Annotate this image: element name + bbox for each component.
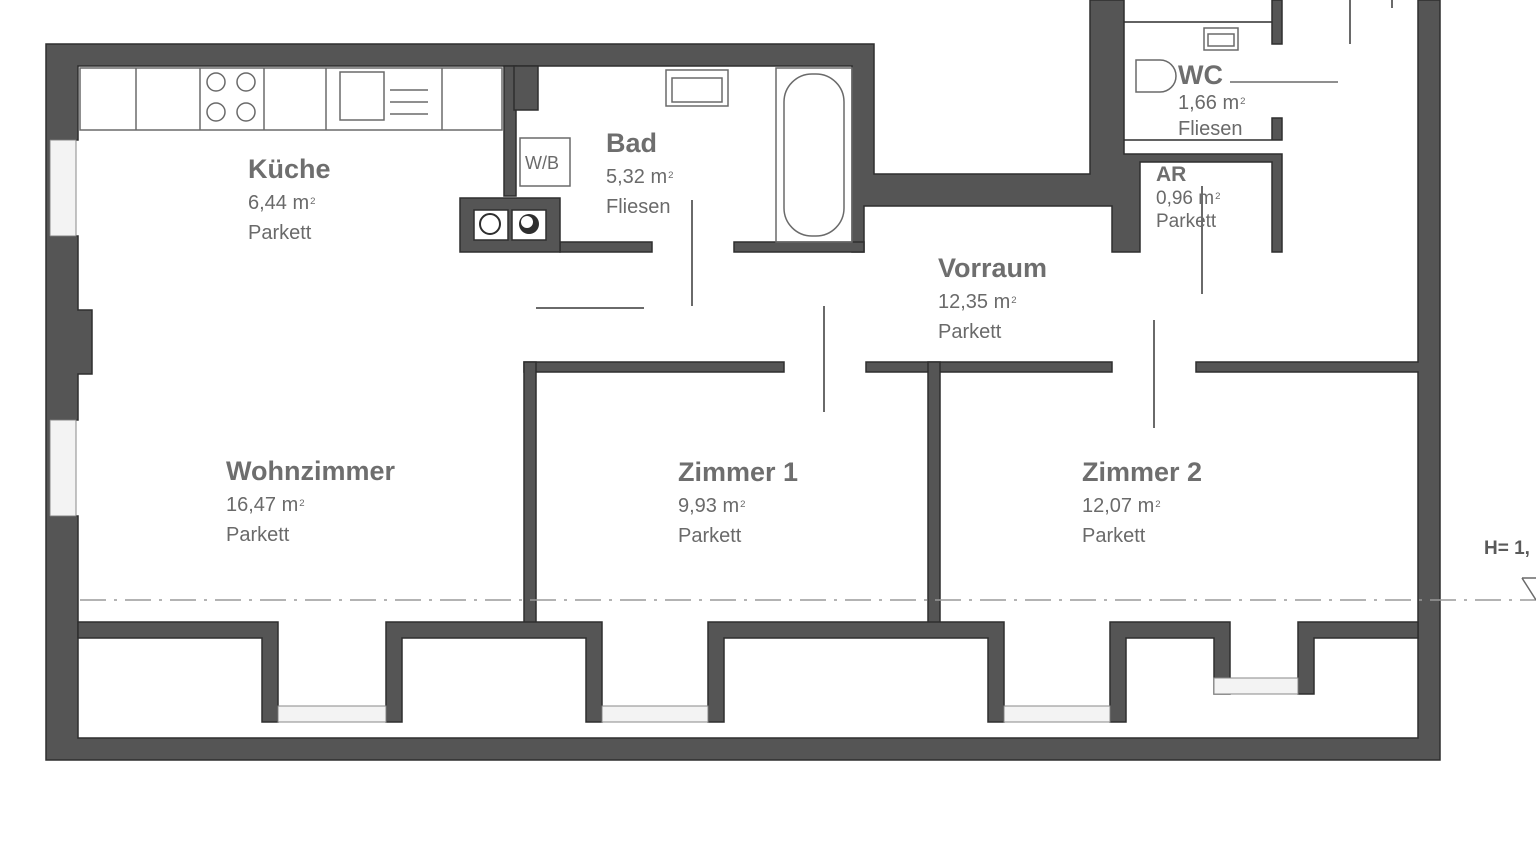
wall-zimmer1-right xyxy=(927,361,941,625)
area-unit-exponent: 2 xyxy=(740,498,746,510)
bath-fixtures xyxy=(519,67,853,243)
room-bad: Bad 5,32 m2 Fliesen xyxy=(606,128,674,218)
cooktop-ring-icon xyxy=(206,72,226,92)
walls xyxy=(45,0,1441,761)
room-name: Zimmer 2 xyxy=(1082,457,1203,487)
sink-icon xyxy=(339,71,385,121)
window-bottom-3 xyxy=(1003,705,1111,723)
room-floor: Parkett xyxy=(1082,525,1146,547)
room-kueche: Küche 6,44 m2 Parkett xyxy=(248,154,331,244)
cooktop-ring-icon xyxy=(236,72,256,92)
window-left-lower xyxy=(49,419,77,517)
wall-row-left xyxy=(523,361,785,373)
area-unit-exponent: 2 xyxy=(1240,95,1246,107)
burner-icon xyxy=(521,216,533,228)
washbasin-icon xyxy=(665,69,729,107)
room-area: 0,96 m xyxy=(1156,188,1215,209)
bathtub-basin xyxy=(783,73,845,237)
room-wohnzimmer: Wohnzimmer 16,47 m2 Parkett xyxy=(226,456,396,546)
room-floor: Parkett xyxy=(226,524,290,546)
window-bottom-2 xyxy=(601,705,709,723)
cooktop-ring-icon xyxy=(236,102,256,122)
window-reveal-band xyxy=(77,621,1419,723)
washer-label: W/B xyxy=(525,153,559,173)
room-name: Vorraum xyxy=(938,253,1048,283)
room-name: Zimmer 1 xyxy=(678,457,799,487)
room-zimmer1: Zimmer 1 9,93 m2 Parkett xyxy=(678,457,799,547)
wc-fixtures xyxy=(1135,27,1338,93)
cooktop-ring-icon xyxy=(206,102,226,122)
area-unit-exponent: 2 xyxy=(1155,498,1161,510)
washbasin-bowl xyxy=(671,77,723,103)
room-floor: Parkett xyxy=(1156,211,1217,232)
washer-box xyxy=(519,137,571,187)
bathtub-icon xyxy=(775,67,853,243)
area-unit-exponent: 2 xyxy=(1215,190,1221,202)
room-name: WC xyxy=(1178,60,1223,90)
kitchen-counter xyxy=(79,67,503,131)
area-unit-exponent: 2 xyxy=(299,497,305,509)
room-floor: Parkett xyxy=(678,525,742,547)
exterior-wall xyxy=(45,0,1441,761)
wall-bath-bottom-left xyxy=(559,241,653,253)
room-area: 1,66 m xyxy=(1178,92,1240,114)
room-floor: Fliesen xyxy=(606,196,671,218)
room-area: 12,35 m xyxy=(938,291,1011,313)
room-area: 9,93 m xyxy=(678,495,740,517)
area-unit-exponent: 2 xyxy=(1011,294,1017,306)
room-name: AR xyxy=(1156,163,1187,186)
area-unit-exponent: 2 xyxy=(310,195,316,207)
area-unit-exponent: 2 xyxy=(668,169,674,181)
room-area: 6,44 m xyxy=(248,192,310,214)
room-area: 12,07 m xyxy=(1082,495,1155,517)
room-area: 5,32 m xyxy=(606,166,668,188)
window-bottom-4 xyxy=(1213,677,1299,695)
room-ar: AR 0,96 m2 Parkett xyxy=(1156,164,1220,231)
room-vorraum: Vorraum 12,35 m2 Parkett xyxy=(938,253,1048,343)
window-left-upper xyxy=(49,139,77,237)
room-floor: Fliesen xyxy=(1178,118,1243,140)
wall-bath-bottom-right xyxy=(733,241,865,253)
room-floor: Parkett xyxy=(938,321,1002,343)
window-bottom-1 xyxy=(277,705,387,723)
windows xyxy=(49,139,1299,723)
door-leaves xyxy=(536,0,1393,428)
room-name: Wohnzimmer xyxy=(226,456,396,486)
wall-niche xyxy=(513,65,539,111)
wall-zimmer1-left xyxy=(523,361,537,625)
height-marker: H= 1, xyxy=(1484,538,1530,559)
wall-row-mid xyxy=(865,361,1113,373)
burner-icon xyxy=(479,213,501,235)
room-area: 16,47 m xyxy=(226,494,299,516)
stove xyxy=(473,209,547,241)
room-floor: Parkett xyxy=(248,222,312,244)
wall-kitchen-bath xyxy=(503,65,517,197)
wc-basin-bowl xyxy=(1207,33,1235,47)
wc-basin-icon xyxy=(1203,27,1239,51)
counter-outline xyxy=(79,67,503,131)
room-wc: WC 1,66 m2 Fliesen xyxy=(1178,60,1246,140)
room-name: Küche xyxy=(248,154,331,184)
toilet-icon xyxy=(1135,59,1177,93)
level-marker-icon xyxy=(1521,577,1536,601)
room-name: Bad xyxy=(606,128,658,158)
room-zimmer2: Zimmer 2 12,07 m2 Parkett xyxy=(1082,457,1203,547)
